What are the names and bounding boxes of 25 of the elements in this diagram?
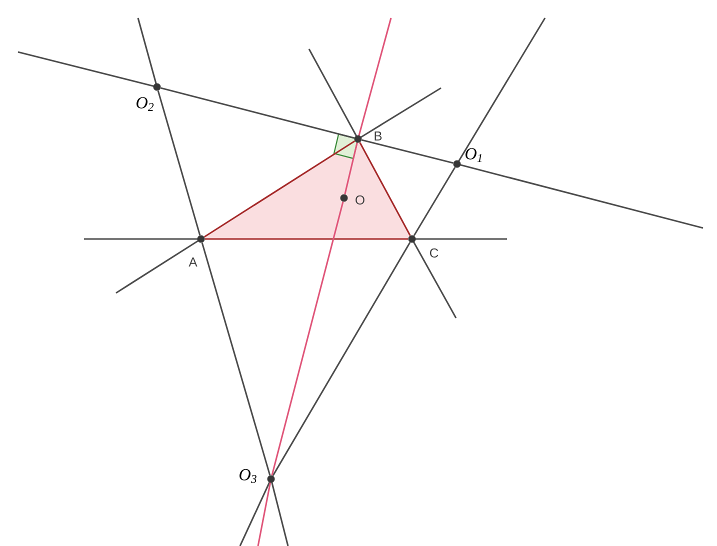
line-segment — [271, 202, 344, 476]
point-dot — [197, 235, 205, 243]
point-dot — [267, 475, 275, 483]
point-dot — [354, 135, 362, 143]
triangle-side — [204, 140, 356, 238]
triangle-side — [359, 142, 411, 236]
point-label: O$_{2}$ — [136, 97, 154, 111]
line-segment — [272, 242, 411, 476]
point-dot — [340, 194, 348, 202]
line-segment — [362, 139, 454, 164]
line-segment — [344, 142, 358, 194]
point-label: O$_{1}$ — [466, 148, 482, 162]
point-dot — [408, 235, 416, 243]
line-segment — [157, 90, 201, 236]
point-dot — [453, 160, 461, 168]
line-segment — [413, 166, 456, 236]
point-label: O — [356, 195, 364, 205]
point-label: C — [430, 248, 438, 258]
line-segment — [201, 242, 271, 476]
point-dot — [153, 83, 161, 91]
point-label: B — [374, 132, 382, 140]
point-label: A — [188, 258, 198, 266]
point-label: O$_{3}$ — [240, 469, 256, 483]
line-segment — [160, 87, 354, 139]
triangle-side — [204, 238, 408, 240]
